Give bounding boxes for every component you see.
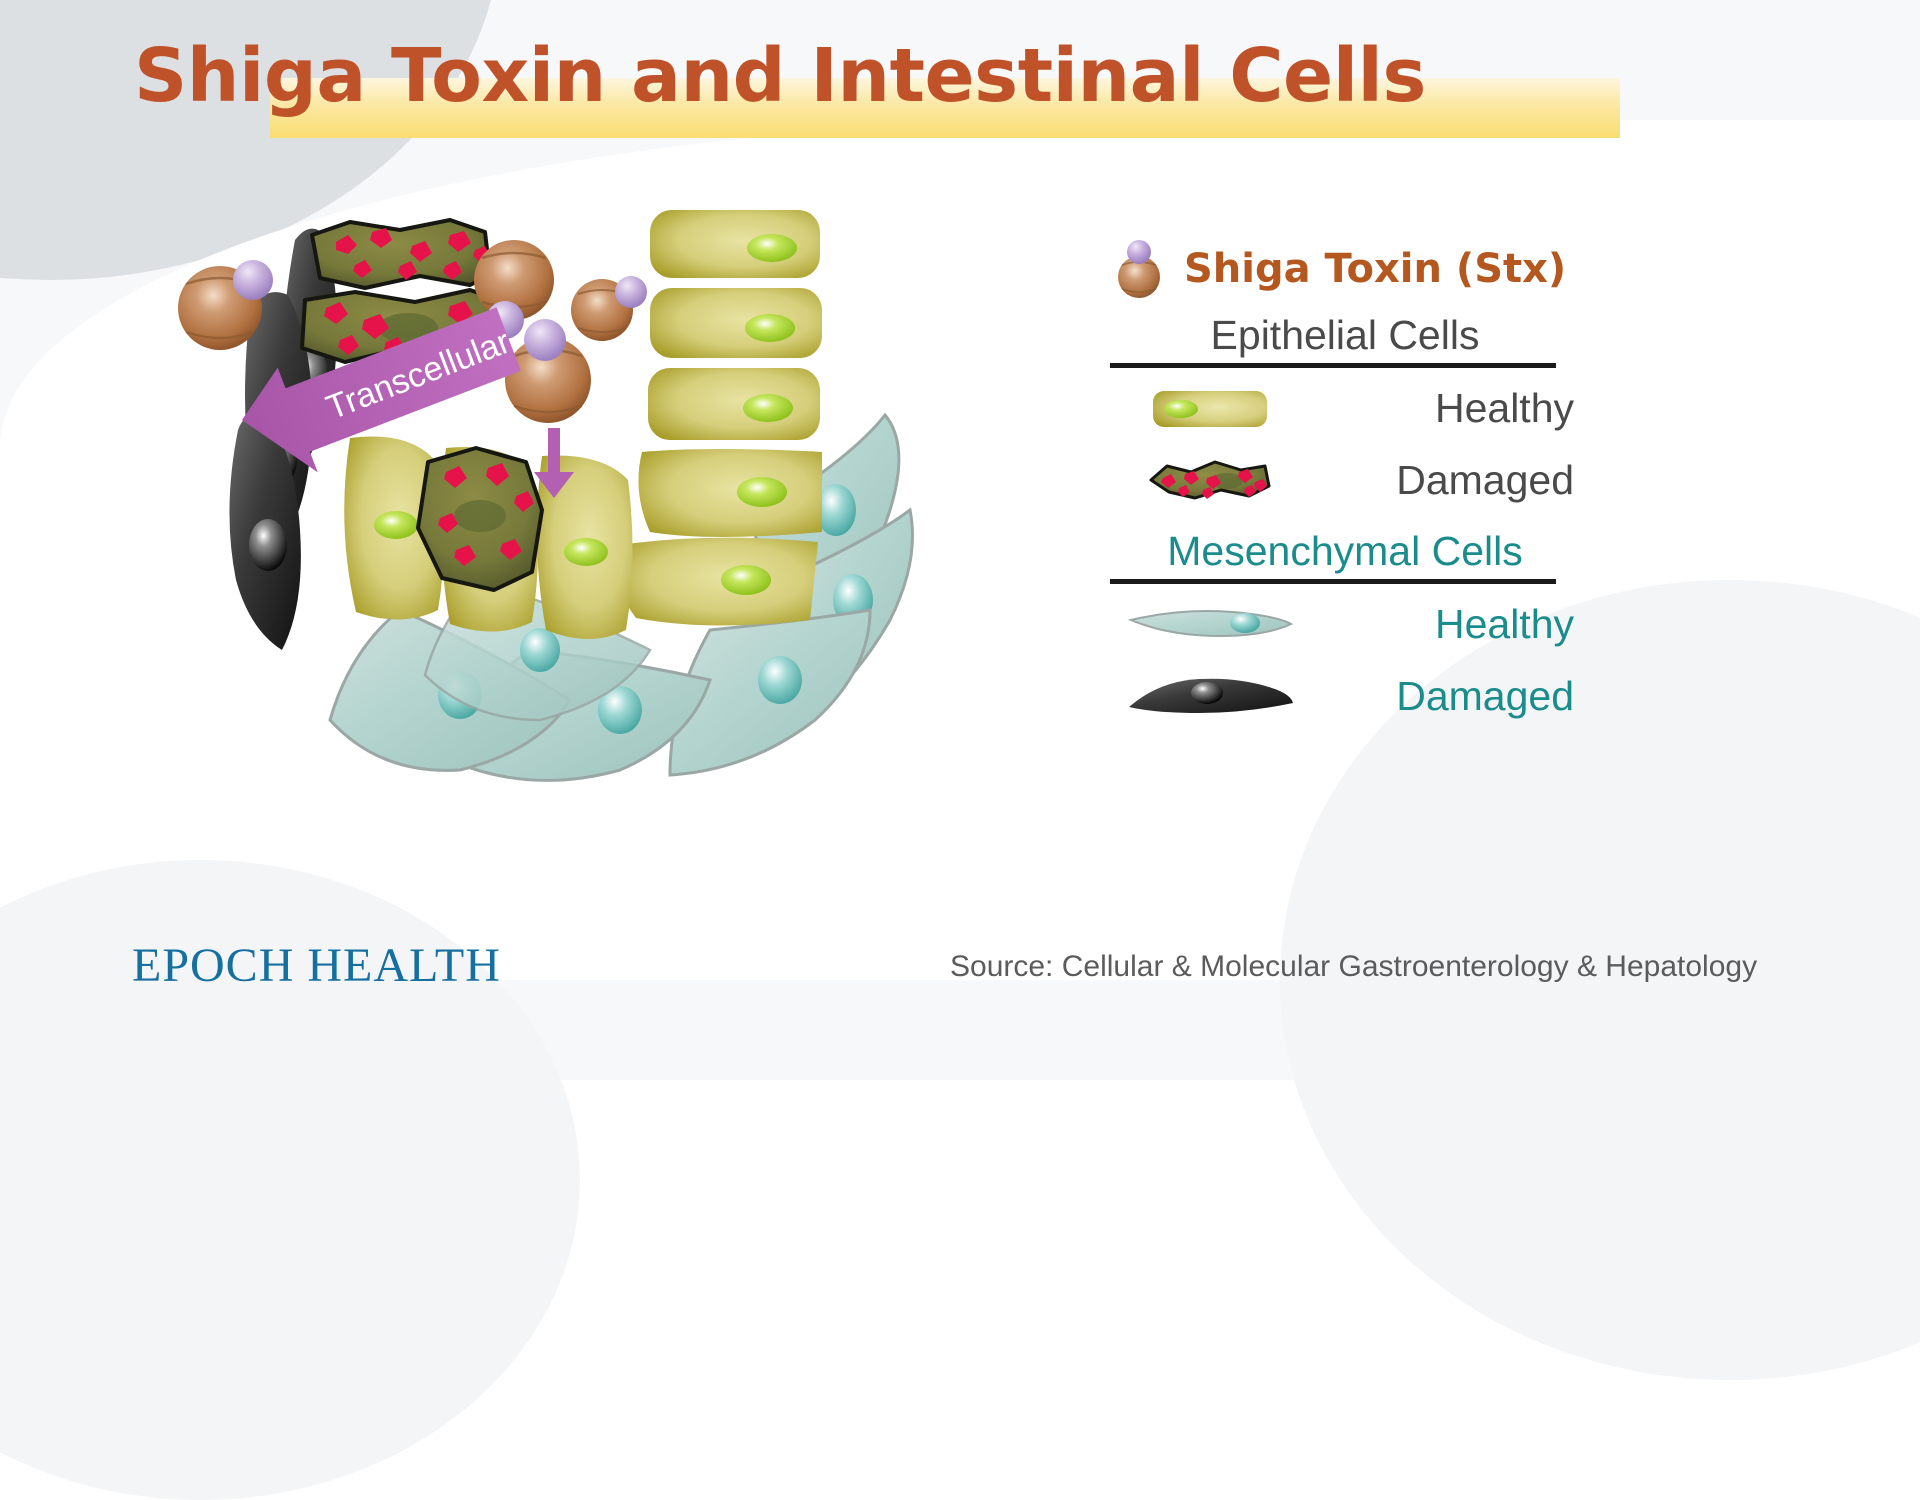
legend-group-heading-mesenchymal: Mesenchymal Cells [1167, 528, 1523, 575]
damaged-mesenchymal-cell-icon [1129, 678, 1293, 714]
legend-swatch [1110, 452, 1310, 508]
legend-item-epithelial-healthy: Healthy [1110, 372, 1580, 444]
legend-group-heading-epithelial: Epithelial Cells [1210, 312, 1480, 358]
healthy-epithelial-cell-icon [616, 210, 822, 626]
legend-divider-epithelial [1110, 363, 1556, 369]
legend-item-label: Healthy [1434, 384, 1574, 431]
source-attribution: Source: Cellular & Molecular Gastroenter… [950, 950, 1758, 983]
damaged-epithelial-cell-icon [416, 446, 544, 592]
legend-divider-mesenchymal [1110, 579, 1556, 585]
epoch-health-logo: EPOCH HEALTH [132, 939, 501, 992]
legend-shiga-toxin-row: Shiga Toxin (Stx) [1110, 238, 1580, 300]
healthy-mesenchymal-cell-icon [1127, 610, 1294, 638]
title-container: Shiga Toxin and Intestinal Cells [0, 33, 1560, 119]
left-arrow-banner [242, 307, 521, 473]
healthy-epithelial-cell-icon [1153, 391, 1267, 428]
shiga-toxin-icon [505, 319, 591, 423]
legend: Shiga Toxin (Stx) Epithelial Cells [1110, 238, 1580, 732]
legend-item-label: Damaged [1396, 456, 1574, 503]
legend-swatch [1110, 673, 1310, 719]
legend-swatch [1110, 383, 1310, 433]
legend-item-epithelial-damaged: Damaged [1110, 444, 1580, 516]
title-highlight-bar [270, 78, 1620, 138]
damaged-epithelial-cell-icon [1149, 460, 1271, 500]
shiga-toxin-icon [571, 276, 647, 341]
legend-swatch [1110, 602, 1310, 646]
legend-item-mesenchymal-healthy: Healthy [1110, 588, 1580, 660]
shiga-toxin-icon [178, 260, 273, 350]
page-title: Shiga Toxin and Intestinal Cells [134, 33, 1426, 119]
down-arrow-icon [534, 428, 574, 498]
shiga-toxin-icon [1118, 240, 1160, 298]
healthy-mesenchymal-cell-icon [328, 412, 914, 782]
legend-item-mesenchymal-damaged: Damaged [1110, 660, 1580, 732]
legend-item-label: Damaged [1396, 672, 1574, 719]
shiga-toxin-diagram: Transcellular [150, 180, 950, 800]
legend-item-label: Healthy [1434, 600, 1574, 647]
legend-shiga-toxin-label: Shiga Toxin (Stx) [1184, 246, 1567, 292]
